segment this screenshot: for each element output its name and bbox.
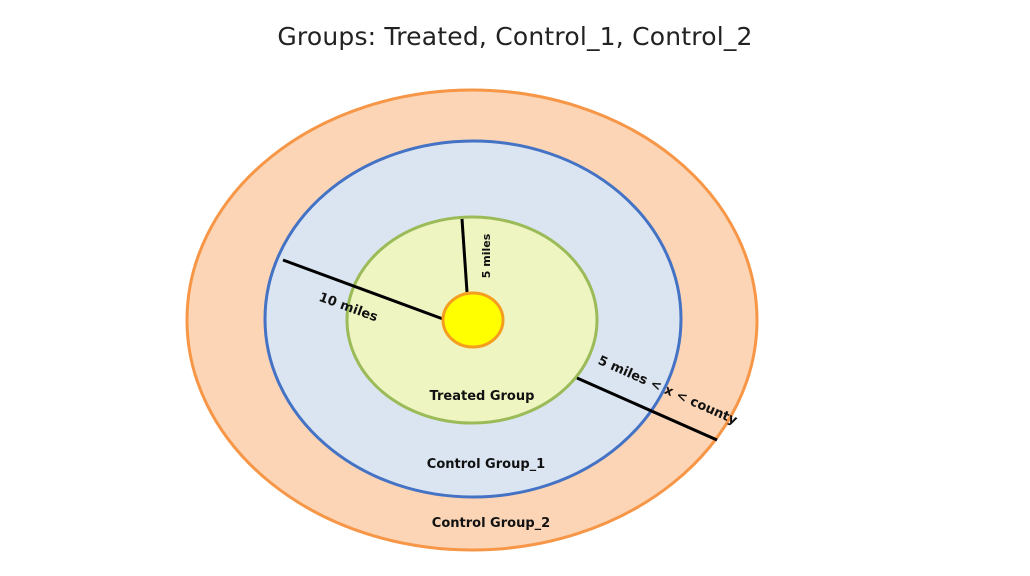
center-point bbox=[441, 291, 505, 349]
label-5-miles: 5 miles bbox=[480, 233, 493, 278]
label-control-group-1: Control Group_1 bbox=[427, 457, 545, 472]
radius-line-5-miles bbox=[460, 218, 469, 293]
label-treated-group: Treated Group bbox=[430, 389, 535, 404]
radius-line-outer bbox=[576, 376, 718, 442]
page-title: Groups: Treated, Control_1, Control_2 bbox=[277, 22, 753, 51]
radius-line-10-miles bbox=[282, 258, 444, 321]
label-control-group-2: Control Group_2 bbox=[432, 516, 550, 531]
